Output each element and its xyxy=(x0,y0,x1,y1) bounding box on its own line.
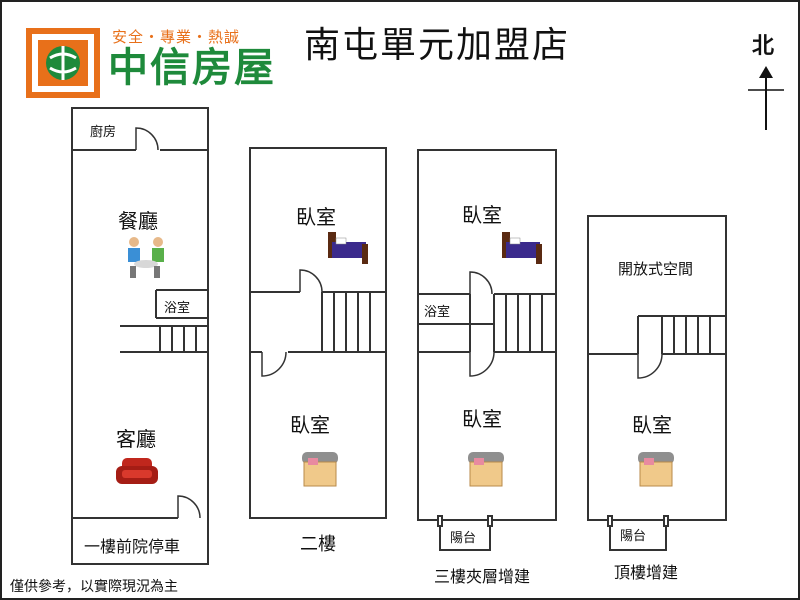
brand-slogan: 安全・專業・熱誠 xyxy=(112,28,241,46)
label-bedroom-floor2-top: 臥室 xyxy=(296,205,336,229)
brand-name: 中信房屋 xyxy=(108,45,276,91)
branch-name: 南屯單元加盟店 xyxy=(304,25,571,66)
caption-floor-4: 頂樓增建 xyxy=(614,563,678,582)
caption-floor-3: 三樓夾層增建 xyxy=(434,567,530,586)
north-label: 北 xyxy=(752,34,775,59)
sofa-icon xyxy=(116,458,158,484)
bed-icon-floor3-top xyxy=(502,232,542,264)
disclaimer: 僅供參考，以實際現況為主 xyxy=(10,579,178,595)
label-balcony-floor3: 陽台 xyxy=(450,531,476,546)
floor-1-walls xyxy=(71,107,209,565)
bed-icon-floor2-top xyxy=(328,232,368,264)
label-bath-floor3: 浴室 xyxy=(424,304,450,320)
bed-icon-floor3-bottom xyxy=(468,452,504,487)
label-balcony-floor4: 陽台 xyxy=(620,529,646,544)
caption-floor-1: 一樓前院停車 xyxy=(84,537,180,556)
label-bedroom-floor4: 臥室 xyxy=(632,413,672,437)
floor-3-walls xyxy=(417,149,557,551)
logo-icon xyxy=(26,28,100,98)
label-dining: 餐廳 xyxy=(118,209,158,233)
label-kitchen: 廚房 xyxy=(90,124,116,140)
floor-4-walls xyxy=(587,215,727,551)
label-bath-floor1: 浴室 xyxy=(164,300,190,316)
label-bedroom-floor3-bottom: 臥室 xyxy=(462,407,502,431)
dining-people-icon xyxy=(128,237,164,278)
label-living: 客廳 xyxy=(116,427,156,451)
floor-2-walls xyxy=(249,147,387,519)
bed-icon-floor4 xyxy=(638,452,674,487)
bed-icon-floor2-bottom xyxy=(302,452,338,487)
label-open-space: 開放式空間 xyxy=(618,260,693,278)
label-bedroom-floor2-bottom: 臥室 xyxy=(290,413,330,437)
label-bedroom-floor3-top: 臥室 xyxy=(462,203,502,227)
north-arrow-icon xyxy=(748,66,784,130)
caption-floor-2: 二樓 xyxy=(300,534,336,555)
